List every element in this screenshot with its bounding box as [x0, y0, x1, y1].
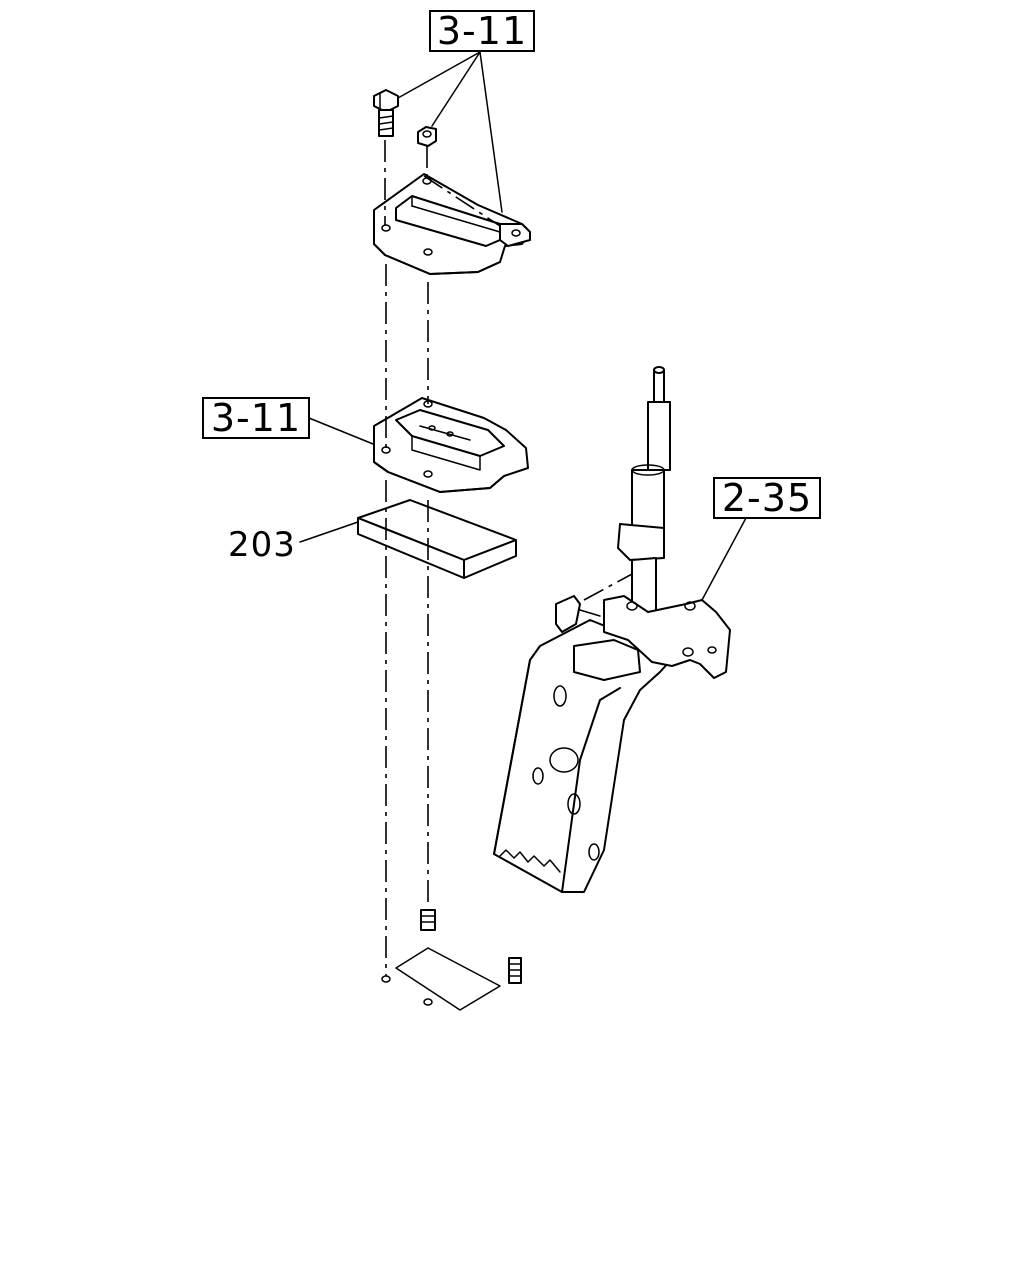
- callout-right-label: 2-35: [722, 476, 812, 520]
- callout-mid[interactable]: 3-11: [202, 396, 310, 440]
- callout-mid-label: 3-11: [211, 396, 301, 440]
- stud-right: [508, 957, 522, 984]
- part-203-leader: [299, 521, 359, 543]
- steering-column: [617, 366, 671, 621]
- callout-mid-leader: [308, 417, 379, 447]
- mounting-base: [381, 947, 501, 1011]
- callout-top[interactable]: 3-11: [429, 9, 535, 53]
- stud-left: [420, 909, 436, 931]
- top-bracket: [373, 173, 531, 275]
- callout-top-label: 3-11: [437, 9, 527, 53]
- callout-right[interactable]: 2-35: [713, 476, 821, 520]
- callout-right-leader: [701, 517, 747, 601]
- middle-bracket: [373, 397, 529, 493]
- pedal-bracket: [493, 573, 731, 893]
- nut: [417, 126, 437, 147]
- bolt: [373, 89, 399, 137]
- part-number-203: 203: [228, 525, 296, 565]
- alignment-lines: [384, 140, 501, 976]
- callout-top-leaders: [397, 51, 503, 213]
- insulator-pad: [357, 499, 517, 579]
